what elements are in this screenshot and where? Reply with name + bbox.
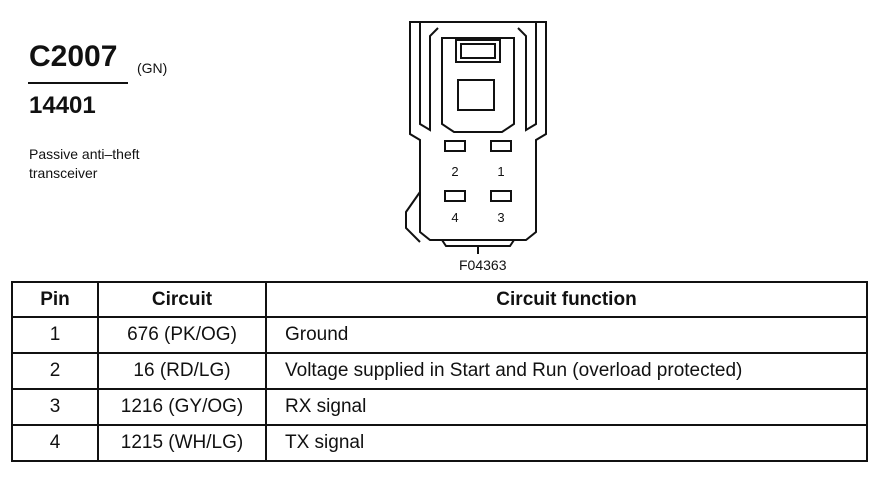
table-header-row: Pin Circuit Circuit function xyxy=(11,281,868,318)
pin-cavity-2 xyxy=(444,140,466,152)
pin-cell: 2 xyxy=(11,352,99,390)
title-rule xyxy=(28,82,128,84)
table-row: 3 1216 (GY/OG) RX signal xyxy=(11,388,868,426)
connector-housing xyxy=(409,21,547,241)
latch-arm-right xyxy=(517,22,537,132)
circuit-cell: 1216 (GY/OG) xyxy=(97,388,267,426)
header-circuit-function: Circuit function xyxy=(265,281,868,318)
circuit-cell: 1215 (WH/LG) xyxy=(97,424,267,462)
function-cell: TX signal xyxy=(265,424,868,462)
latch-window xyxy=(457,79,495,111)
circuit-cell: 16 (RD/LG) xyxy=(97,352,267,390)
latch-body xyxy=(441,37,515,133)
bottom-tab xyxy=(441,239,515,254)
description-line: Passive anti–theft xyxy=(29,146,140,162)
function-cell: RX signal xyxy=(265,388,868,426)
latch-arm-left xyxy=(419,22,439,132)
table-row: 2 16 (RD/LG) Voltage supplied in Start a… xyxy=(11,352,868,390)
component-description: Passive anti–theft transceiver xyxy=(29,145,140,183)
pinout-table: Pin Circuit Circuit function 1 676 (PK/O… xyxy=(11,281,868,462)
pin-cell: 1 xyxy=(11,316,99,354)
pin-cavity-1 xyxy=(490,140,512,152)
connector-code: C2007 xyxy=(29,40,118,73)
table-row: 4 1215 (WH/LG) TX signal xyxy=(11,424,868,462)
pin-cell: 4 xyxy=(11,424,99,462)
latch-tab xyxy=(455,39,501,63)
description-line: transceiver xyxy=(29,165,98,181)
part-number: 14401 xyxy=(29,92,96,119)
pin-label-1: 1 xyxy=(497,164,504,179)
function-cell: Ground xyxy=(265,316,868,354)
header-pin: Pin xyxy=(11,281,99,318)
pin-cell: 3 xyxy=(11,388,99,426)
pin-cavity-3 xyxy=(490,190,512,202)
function-cell: Voltage supplied in Start and Run (overl… xyxy=(265,352,868,390)
pin-label-4: 4 xyxy=(451,210,458,225)
circuit-cell: 676 (PK/OG) xyxy=(97,316,267,354)
connector-color: (GN) xyxy=(137,60,168,76)
connector-diagram: 2 1 4 3 xyxy=(405,21,547,254)
figure-id: F04363 xyxy=(459,257,507,273)
pin-label-3: 3 xyxy=(497,210,504,225)
side-key xyxy=(405,191,421,243)
pin-cavity-4 xyxy=(444,190,466,202)
header-circuit: Circuit xyxy=(97,281,267,318)
pin-label-2: 2 xyxy=(451,164,458,179)
latch-tab-inner xyxy=(460,43,496,59)
table-row: 1 676 (PK/OG) Ground xyxy=(11,316,868,354)
